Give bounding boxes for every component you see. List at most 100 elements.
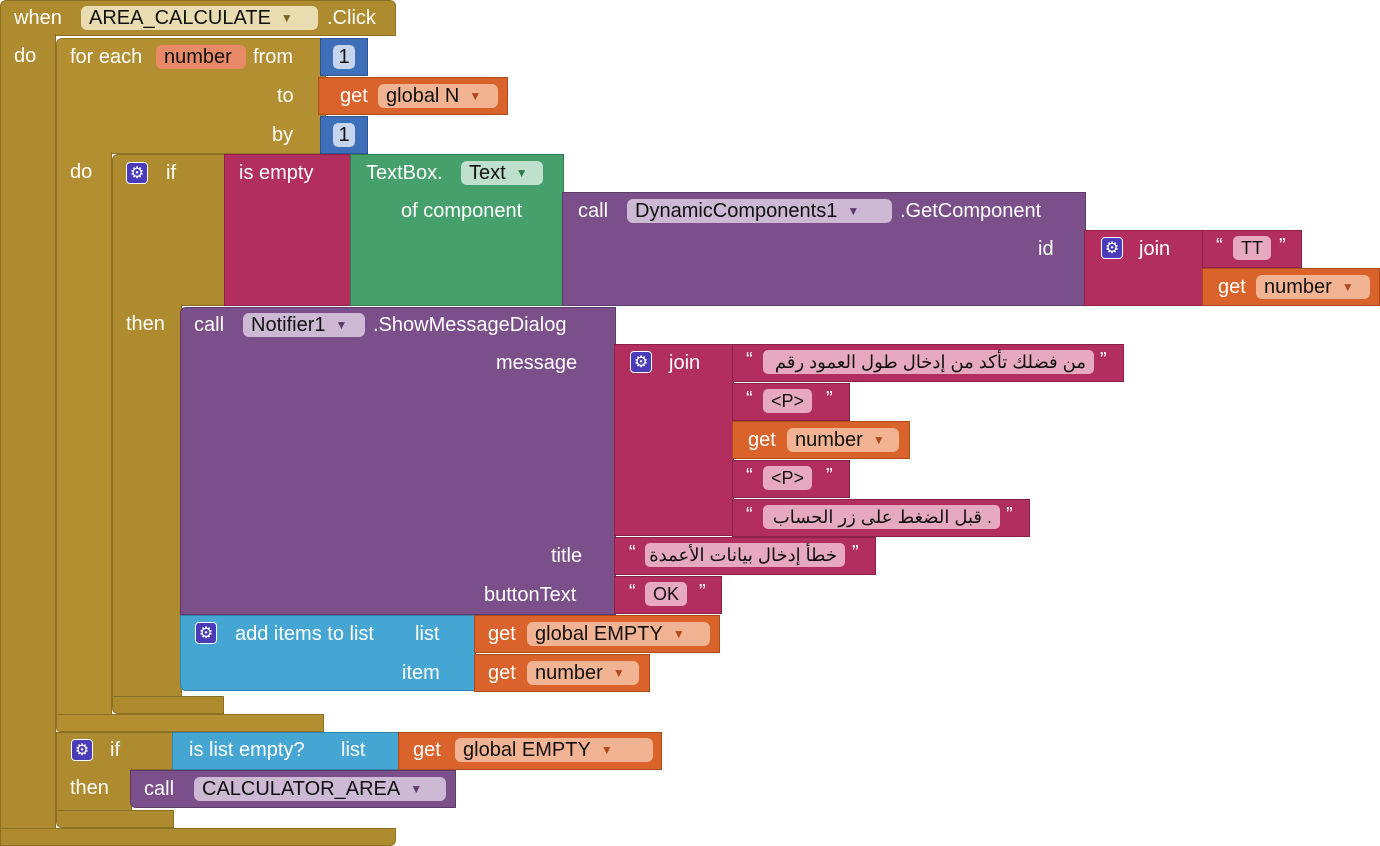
- gear-icon[interactable]: ⚙: [195, 622, 217, 644]
- tt-string-value[interactable]: TT: [1233, 236, 1271, 260]
- chevron-down-icon: ▼: [1341, 280, 1354, 294]
- chevron-down-icon: ▼: [600, 743, 613, 757]
- for-each-bottom: [56, 714, 324, 732]
- add-items-to-list-block[interactable]: [180, 615, 476, 691]
- procedure-dropdown[interactable]: CALCULATOR_AREA▼: [194, 777, 446, 801]
- if2-label: if: [110, 739, 120, 761]
- gear-icon[interactable]: ⚙: [71, 739, 93, 761]
- message-join-block[interactable]: [614, 344, 734, 536]
- add-items-label: add items to list: [235, 623, 374, 645]
- empty-list-var-dropdown[interactable]: global EMPTY▼: [527, 622, 710, 646]
- message-label: message: [496, 352, 578, 374]
- add-items-list-label: list: [415, 623, 440, 645]
- to-label: to: [277, 85, 294, 107]
- textbox-label: TextBox.: [366, 162, 443, 184]
- if-list-empty-bottom: [56, 810, 174, 828]
- quote-open: “: [746, 388, 753, 410]
- method-label: .GetComponent: [900, 200, 1042, 222]
- quote-open: “: [746, 465, 753, 487]
- of-component-label: of component: [401, 200, 523, 222]
- chevron-down-icon: ▼: [410, 782, 423, 796]
- quote-close: ”: [1006, 504, 1013, 526]
- do-label: do: [14, 45, 37, 67]
- message-string-1[interactable]: من فضلك تأكد من إدخال طول العمود رقم: [763, 350, 1094, 374]
- gear-icon[interactable]: ⚙: [1101, 237, 1123, 259]
- is-empty-block[interactable]: [224, 154, 354, 306]
- add-items-item-get-label: get: [488, 662, 516, 684]
- notifier-dropdown[interactable]: Notifier1▼: [243, 313, 365, 337]
- event-body-left: [0, 34, 56, 832]
- loop-var-field[interactable]: number: [156, 45, 246, 69]
- if-body-left: [112, 304, 182, 700]
- quote-open: “: [746, 504, 753, 526]
- message-number-dropdown[interactable]: number▼: [787, 428, 899, 452]
- chevron-down-icon: ▼: [872, 433, 885, 447]
- id-label: id: [1038, 238, 1054, 260]
- is-list-empty-block[interactable]: [172, 732, 400, 770]
- message-get-label: get: [748, 429, 776, 451]
- for-each-label: for each: [70, 46, 143, 68]
- gear-icon[interactable]: ⚙: [126, 162, 148, 184]
- message-string-4[interactable]: . قبل الضغط على زر الحساب: [763, 505, 1000, 529]
- chevron-down-icon: ▼: [515, 166, 528, 180]
- chevron-down-icon: ▼: [672, 627, 685, 641]
- button-text-string[interactable]: OK: [645, 582, 688, 606]
- by-number[interactable]: 1: [333, 123, 355, 147]
- join-label: join: [1139, 238, 1171, 260]
- get-label: get: [1218, 276, 1246, 298]
- notifier-call-label: call: [194, 314, 225, 336]
- if2-then-label: then: [70, 777, 109, 799]
- chevron-down-icon: ▼: [847, 204, 860, 218]
- message-join-label: join: [669, 352, 701, 374]
- is-list-empty-list-label: list: [341, 739, 366, 761]
- is-list-empty-label: is list empty?: [189, 739, 305, 761]
- quote-close: ”: [1100, 349, 1107, 371]
- if-list-empty-body: [56, 768, 132, 814]
- notifier-method-label: .ShowMessageDialog: [373, 314, 567, 336]
- if2-var-dropdown[interactable]: global EMPTY▼: [455, 738, 653, 762]
- quote-open: “: [629, 581, 636, 603]
- event-name: .Click: [327, 7, 376, 29]
- chevron-down-icon: ▼: [280, 11, 293, 25]
- item-number-dropdown[interactable]: number▼: [527, 661, 639, 685]
- number-var-dropdown[interactable]: number▼: [1256, 275, 1370, 299]
- is-empty-label: is empty: [239, 162, 314, 184]
- quote-open: “: [1216, 235, 1223, 257]
- quote-close: ”: [826, 388, 833, 410]
- for-do-label: do: [70, 161, 93, 183]
- chevron-down-icon: ▼: [469, 89, 482, 103]
- to-get-label: get: [340, 85, 368, 107]
- from-label: from: [253, 46, 293, 68]
- chevron-down-icon: ▼: [335, 318, 348, 332]
- if-label: if: [166, 162, 176, 184]
- button-text-label: buttonText: [484, 584, 577, 606]
- title-label: title: [551, 545, 583, 567]
- chevron-down-icon: ▼: [612, 666, 625, 680]
- if-bottom: [112, 696, 224, 714]
- add-items-item-label: item: [402, 662, 440, 684]
- message-string-3[interactable]: <P>: [763, 466, 813, 490]
- show-message-dialog-block[interactable]: [180, 307, 616, 615]
- quote-open: “: [629, 542, 636, 564]
- quote-close: ”: [699, 581, 706, 603]
- then-label: then: [126, 313, 165, 335]
- to-var-dropdown[interactable]: global N▼: [378, 84, 498, 108]
- title-string[interactable]: خطأ إدخال بيانات الأعمدة: [645, 543, 845, 567]
- event-bottom-bar: [0, 828, 396, 846]
- call-label: call: [578, 200, 609, 222]
- quote-close: ”: [852, 542, 859, 564]
- dynamic-component-dropdown[interactable]: DynamicComponents1▼: [627, 199, 892, 223]
- add-items-get-label: get: [488, 623, 516, 645]
- message-string-2[interactable]: <P>: [763, 389, 813, 413]
- gear-icon[interactable]: ⚙: [630, 351, 652, 373]
- component-dropdown[interactable]: AREA_CALCULATE▼: [81, 6, 318, 30]
- by-label: by: [272, 124, 294, 146]
- property-dropdown[interactable]: Text▼: [461, 161, 543, 185]
- when-label: when: [14, 7, 62, 29]
- quote-open: “: [746, 349, 753, 371]
- if2-get-label: get: [413, 739, 441, 761]
- if2-call-label: call: [144, 778, 175, 800]
- quote-close: ”: [826, 465, 833, 487]
- for-each-body-left: [56, 152, 112, 716]
- from-number[interactable]: 1: [333, 45, 355, 69]
